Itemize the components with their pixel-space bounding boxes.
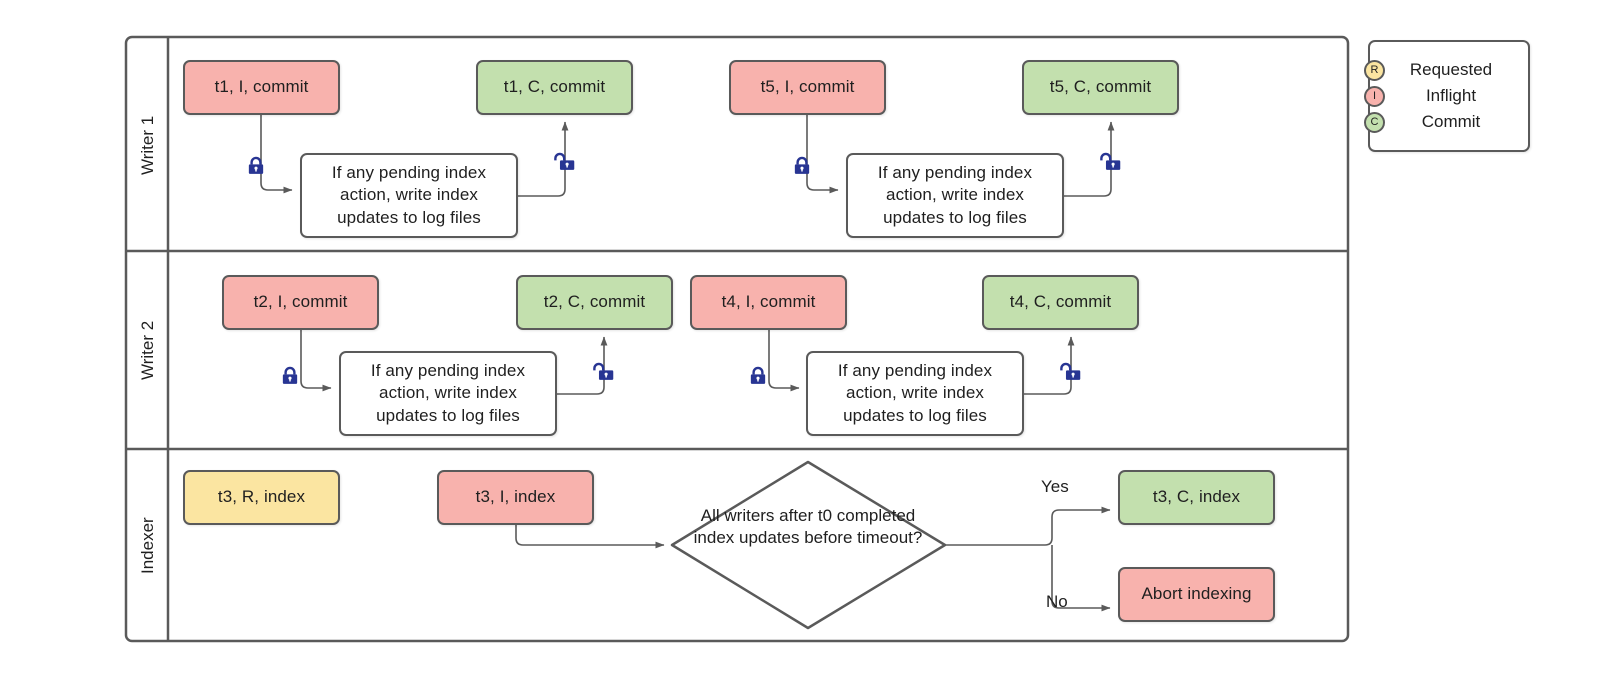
process-write-index-updates-writer2-left[interactable]: If any pending index action, write index… [339,351,557,436]
legend-item-commit: C Commit [1364,109,1510,135]
legend-label: Inflight [1425,86,1477,105]
lock-open-icon [593,362,614,380]
node-t4-inflight-commit[interactable]: t4, I, commit [690,275,847,330]
node-label: Abort indexing [1141,584,1252,604]
lane-label-text: Indexer [138,517,157,574]
node-t2-inflight-commit[interactable]: t2, I, commit [222,275,379,330]
node-label: t2, C, commit [543,292,646,312]
node-t2-commit-commit[interactable]: t2, C, commit [516,275,673,330]
decision-label: All writers after t0 completed index upd… [683,505,933,549]
node-label: t4, I, commit [721,292,816,312]
lane-label-text: Writer 1 [138,115,157,175]
badge-letter: C [1370,116,1379,128]
node-label: t3, R, index [217,487,306,507]
legend-panel: R Requested I Inflight C Commit [1364,40,1530,152]
inflight-badge-icon: I [1364,85,1385,107]
process-label: If any pending index action, write index… [837,361,993,425]
node-t3-commit-index[interactable]: t3, C, index [1118,470,1275,525]
lock-closed-icon [248,156,264,174]
node-abort-indexing[interactable]: Abort indexing [1118,567,1275,622]
requested-badge-icon: R [1364,59,1385,81]
legend-item-inflight: I Inflight [1364,83,1510,109]
indexer-connectors [515,506,1111,612]
lane-label-writer-2: Writer 2 [128,252,168,449]
process-label: If any pending index action, write index… [877,163,1033,227]
commit-badge-icon: C [1364,111,1385,133]
node-label: t2, I, commit [253,292,348,312]
node-label: t5, C, commit [1049,77,1152,97]
lock-closed-icon [794,156,810,174]
badge-letter: I [1372,90,1377,102]
node-t5-commit-commit[interactable]: t5, C, commit [1022,60,1179,115]
lock-closed-icon [282,366,298,384]
node-label: t3, I, index [475,487,556,507]
branch-yes-text: Yes [1041,477,1069,496]
node-label: t4, C, commit [1009,292,1112,312]
node-t3-requested-index[interactable]: t3, R, index [183,470,340,525]
lane-label-indexer: Indexer [128,450,168,641]
process-label: If any pending index action, write index… [331,163,487,227]
writer2-connectors [300,329,1075,395]
legend-label: Requested [1409,60,1493,79]
lane-label-text: Writer 2 [138,320,157,381]
legend-item-requested: R Requested [1364,57,1510,83]
node-t3-inflight-index[interactable]: t3, I, index [437,470,594,525]
process-write-index-updates-writer2-right[interactable]: If any pending index action, write index… [806,351,1024,436]
node-t5-inflight-commit[interactable]: t5, I, commit [729,60,886,115]
node-label: t1, I, commit [214,77,309,97]
legend-label: Commit [1421,112,1481,131]
pool-frame [124,35,1350,643]
node-t1-commit-commit[interactable]: t1, C, commit [476,60,633,115]
process-write-index-updates-writer1-right[interactable]: If any pending index action, write index… [846,153,1064,238]
node-label: t1, C, commit [503,77,606,97]
lane-label-writer-1: Writer 1 [128,39,168,251]
lock-open-icon [1100,152,1121,170]
branch-label-yes: Yes [1041,477,1069,497]
node-t1-inflight-commit[interactable]: t1, I, commit [183,60,340,115]
decision-diamond [670,460,947,630]
badge-letter: R [1370,64,1379,76]
lock-open-icon [1060,362,1081,380]
branch-no-text: No [1046,592,1068,611]
lock-open-icon [554,152,575,170]
process-write-index-updates-writer1-left[interactable]: If any pending index action, write index… [300,153,518,238]
node-t4-commit-commit[interactable]: t4, C, commit [982,275,1139,330]
node-label: t5, I, commit [760,77,855,97]
decision-text: All writers after t0 completed index upd… [693,506,923,548]
lock-closed-icon [750,366,766,384]
node-label: t3, C, index [1152,487,1241,507]
process-label: If any pending index action, write index… [370,361,526,425]
branch-label-no: No [1046,592,1068,612]
writer1-connectors [260,115,1115,197]
